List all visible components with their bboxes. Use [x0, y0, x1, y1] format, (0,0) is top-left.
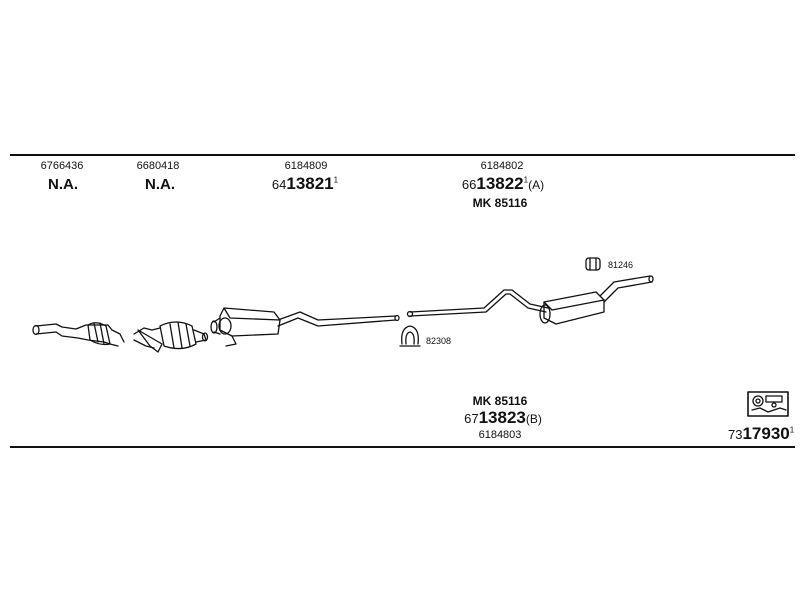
ref-main: 13821	[286, 174, 334, 193]
ref-prefix: 66	[461, 177, 477, 192]
set-icon	[747, 391, 789, 417]
ref-main: 13823	[478, 408, 526, 427]
set-main: 17930	[742, 424, 790, 443]
clamp-label-82308: 82308	[426, 336, 452, 346]
mounting-kit-top: MK 85116	[472, 196, 528, 210]
top-rule	[10, 154, 795, 156]
ref-prefix: 64	[271, 177, 287, 192]
set-prefix: 73	[728, 427, 743, 442]
set-sup: 1	[789, 425, 795, 435]
ref-suffix: (A)	[528, 178, 545, 192]
clamp-icon-81246	[585, 257, 601, 271]
catalytic-converter-part	[133, 321, 209, 353]
part-number-2: 6680418	[136, 160, 180, 172]
bottom-rule	[10, 446, 795, 448]
ref-na-2: N.A.	[145, 176, 175, 193]
ref-number-3: 64138211	[272, 174, 338, 194]
ref-number-4: 66138221(A)	[462, 174, 544, 194]
part-number-1: 6766436	[40, 160, 84, 172]
part-number-bottom: 6184803	[478, 429, 522, 441]
ref-number-bottom: 6713823(B)	[464, 408, 542, 428]
clamp-label-81246: 81246	[608, 260, 634, 270]
part-number-4: 6184802	[480, 160, 524, 172]
ref-prefix: 67	[464, 411, 479, 426]
ref-suffix: (B)	[525, 412, 542, 426]
ref-sup: 1	[333, 175, 339, 185]
center-muffler-part	[210, 307, 400, 347]
ref-main: 13822	[476, 174, 524, 193]
ref-na-1: N.A.	[48, 176, 78, 193]
part-number-3: 6184809	[284, 160, 328, 172]
front-pipe-part	[32, 322, 125, 347]
rear-silencer-part	[406, 275, 654, 325]
set-number: 73179301	[728, 424, 794, 444]
ref-sup: 1	[523, 175, 529, 185]
clamp-icon-82308	[399, 325, 421, 347]
mounting-kit-bottom: MK 85116	[472, 394, 528, 408]
